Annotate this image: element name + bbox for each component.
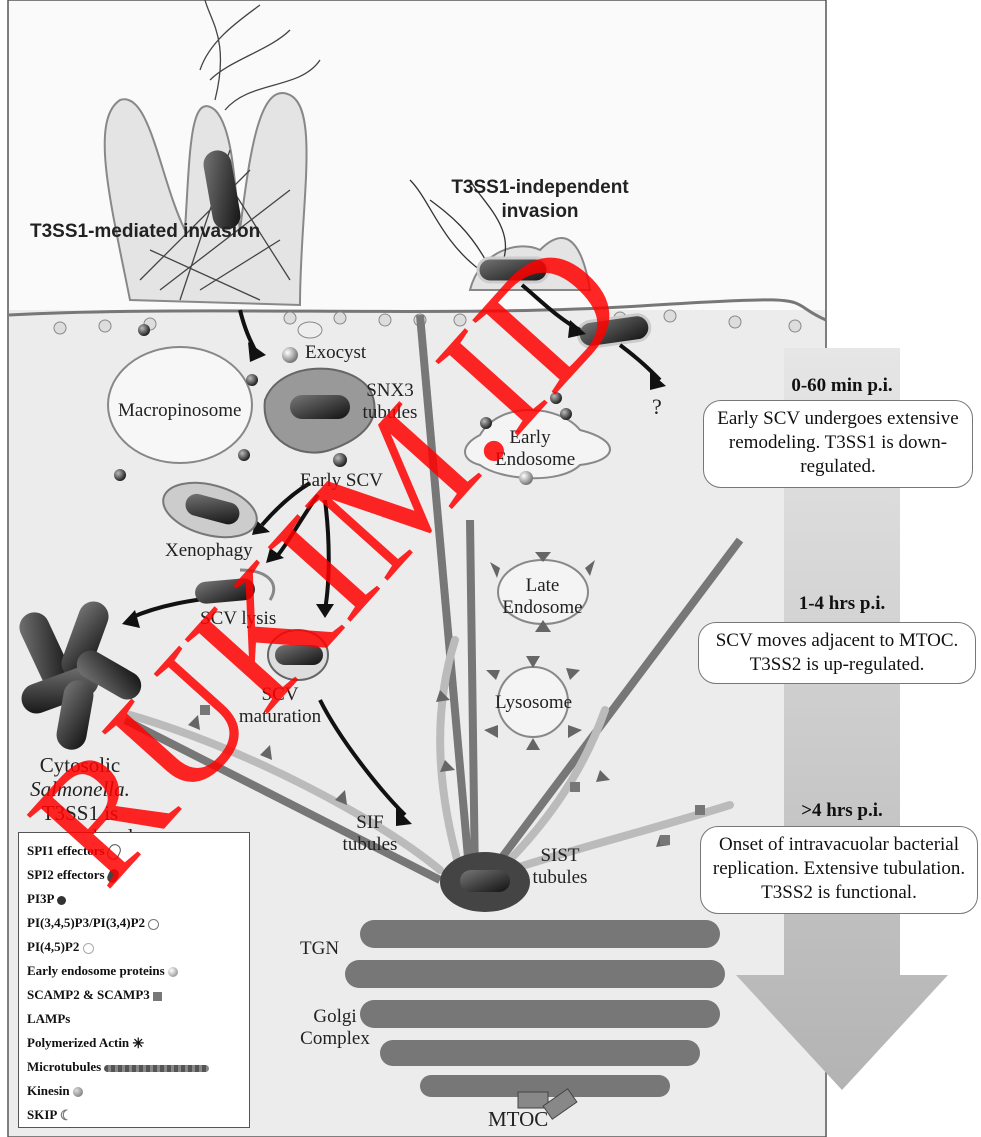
label-early-scv: Early SCV xyxy=(300,470,383,492)
actin-icon: ✳ xyxy=(132,1036,144,1053)
legend-spi2: SPI2 effectors xyxy=(27,867,118,883)
label-mtoc: MTOC xyxy=(488,1108,548,1130)
membrane-ruffle xyxy=(105,93,307,305)
pip2-icon xyxy=(83,943,94,954)
label-tgn: TGN xyxy=(300,938,339,960)
legend-actin: Polymerized Actin ✳ xyxy=(27,1035,144,1053)
legend-kinesin: Kinesin xyxy=(27,1083,83,1099)
legend-pip2: PI(4,5)P2 xyxy=(27,939,94,955)
kinesin-icon xyxy=(73,1087,83,1097)
label-snx3: SNX3 tubules xyxy=(360,380,420,424)
label-xenophagy: Xenophagy xyxy=(165,540,253,562)
legend-spi1: SPI1 effectors xyxy=(27,843,120,860)
label-sif: SIF tubules xyxy=(330,812,410,856)
label-question: ? xyxy=(652,396,662,418)
label-exocyst: Exocyst xyxy=(305,342,366,364)
legend-microtubules: Microtubules xyxy=(27,1059,209,1075)
time-0-60: 0-60 min p.i. xyxy=(742,375,942,397)
label-cytosolic-3: T3SS1 is xyxy=(30,802,130,824)
time-1-4: 1-4 hrs p.i. xyxy=(742,593,942,615)
label-t3ss1-independent: T3SS1-independent invasion xyxy=(445,176,635,224)
legend-pip3: PI(3,4,5)P3/PI(3,4)P2 xyxy=(27,915,159,931)
label-macropinosome: Macropinosome xyxy=(118,400,241,422)
label-scv-maturation: SCV maturation xyxy=(230,684,330,728)
label-t3ss1-mediated: T3SS1-mediated invasion xyxy=(30,220,210,244)
pip3-icon xyxy=(148,919,159,930)
label-golgi: Golgi Complex xyxy=(300,1006,370,1050)
label-early-endosome: Early Endosome xyxy=(495,427,565,471)
label-lysosome: Lysosome xyxy=(495,692,572,714)
spi1-icon xyxy=(105,842,123,862)
spi2-icon xyxy=(105,868,120,885)
pi3p-icon xyxy=(57,896,66,905)
scv-bacterium xyxy=(290,395,350,419)
legend-lamps: LAMPs xyxy=(27,1011,70,1027)
time-gt-4: >4 hrs p.i. xyxy=(742,800,942,822)
legend: SPI1 effectors SPI2 effectors PI3P PI(3,… xyxy=(18,832,250,1128)
label-cytosolic-2: Salmonella. xyxy=(20,778,140,800)
legend-scamp: SCAMP2 & SCAMP3 xyxy=(27,987,162,1003)
microtubule-icon xyxy=(104,1065,209,1072)
label-cytosolic-1: Cytosolic xyxy=(30,754,130,776)
bacterium-independent xyxy=(478,258,548,282)
legend-early-endosome: Early endosome proteins xyxy=(27,963,178,979)
sphere-icon xyxy=(168,967,178,977)
timeline-box-3: Onset of intravacuolar bacterial replica… xyxy=(700,826,978,914)
timeline-box-1: Early SCV undergoes extensive remodeling… xyxy=(703,400,973,488)
legend-pi3p: PI3P xyxy=(27,891,66,907)
square-icon xyxy=(153,992,162,1001)
label-late-endosome: Late Endosome xyxy=(500,575,585,619)
timeline-box-2: SCV moves adjacent to MTOC. T3SS2 is up-… xyxy=(698,622,976,684)
legend-skip: SKIP ☾ xyxy=(27,1107,72,1125)
label-scv-lysis: SCV lysis xyxy=(200,608,276,630)
skip-icon: ☾ xyxy=(60,1108,73,1125)
label-sist: SIST tubules xyxy=(525,845,595,889)
